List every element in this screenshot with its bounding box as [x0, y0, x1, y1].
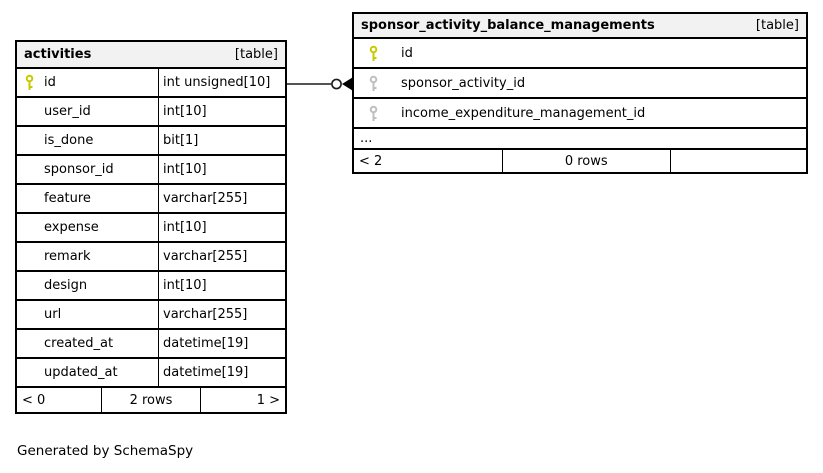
- column-type: bit[1]: [163, 133, 199, 148]
- column-row-id: id int unsigned[10]: [17, 69, 285, 98]
- column-name: id: [401, 45, 413, 61]
- column-name: is_done: [44, 133, 94, 148]
- column-row-is-done: is_done bit[1]: [17, 127, 285, 156]
- column-row-design: design int[10]: [17, 272, 285, 301]
- footer-row-count: 0 rows: [503, 150, 671, 172]
- column-row-income-expenditure-management-id: income_expenditure_management_id: [354, 99, 806, 129]
- column-row-user-id: user_id int[10]: [17, 98, 285, 127]
- column-row-updated-at: updated_at datetime[19]: [17, 359, 285, 388]
- column-type: datetime[19]: [163, 365, 249, 380]
- foreign-key-icon: [369, 105, 378, 121]
- column-type: int[10]: [163, 278, 207, 293]
- table-name: sponsor_activity_balance_managements: [361, 18, 655, 33]
- column-rows: id int unsigned[10] user_id int[10] is_d…: [17, 69, 285, 388]
- column-name: user_id: [44, 104, 91, 119]
- table-header-sponsor-activity-balance-managements[interactable]: sponsor_activity_balance_managements [ta…: [354, 14, 806, 39]
- generated-by-caption: Generated by SchemaSpy: [17, 443, 194, 459]
- footer-children-count: < 0: [17, 388, 102, 412]
- footer-children-count: < 2: [354, 150, 503, 172]
- column-name: created_at: [44, 336, 114, 351]
- column-name: feature: [44, 191, 91, 206]
- column-type: varchar[255]: [163, 307, 248, 322]
- column-row-sponsor-activity-id: sponsor_activity_id: [354, 69, 806, 99]
- table-footer: < 2 0 rows: [354, 150, 806, 172]
- table-badge: [table]: [755, 18, 799, 33]
- column-rows: id sponsor_activity_id income_expenditur…: [354, 39, 806, 150]
- column-type: datetime[19]: [163, 336, 249, 351]
- table-badge: [table]: [234, 47, 278, 62]
- column-name: design: [44, 278, 88, 293]
- column-type: int[10]: [163, 220, 207, 235]
- footer-parents-count: [671, 150, 806, 172]
- zero-cardinality-circle-icon: [331, 78, 342, 90]
- hidden-columns-ellipsis: ...: [354, 129, 806, 150]
- column-name: sponsor_activity_id: [401, 75, 526, 91]
- column-type: int[10]: [163, 104, 207, 119]
- column-row-feature: feature varchar[255]: [17, 185, 285, 214]
- table-footer: < 0 2 rows 1 >: [17, 388, 285, 412]
- primary-key-icon: [369, 45, 378, 61]
- table-name: activities: [24, 47, 92, 62]
- table-header-activities[interactable]: activities [table]: [17, 42, 285, 69]
- column-name: id: [44, 75, 56, 90]
- column-row-id: id: [354, 39, 806, 69]
- column-type: varchar[255]: [163, 249, 248, 264]
- column-row-remark: remark varchar[255]: [17, 243, 285, 272]
- foreign-key-icon: [369, 75, 378, 91]
- column-name: remark: [44, 249, 91, 264]
- primary-key-icon: [25, 74, 34, 90]
- column-type: int unsigned[10]: [163, 75, 271, 90]
- footer-parents-count: 1 >: [256, 392, 280, 408]
- table-node-sponsor-activity-balance-managements[interactable]: sponsor_activity_balance_managements [ta…: [352, 12, 808, 174]
- column-row-url: url varchar[255]: [17, 301, 285, 330]
- column-name: url: [44, 307, 62, 322]
- footer-row-count: 2 rows: [102, 388, 202, 412]
- column-type: varchar[255]: [163, 191, 248, 206]
- arrowhead-icon: [342, 77, 352, 91]
- column-name: income_expenditure_management_id: [401, 105, 646, 121]
- fk-relationship-connector: [287, 77, 352, 91]
- column-row-sponsor-id: sponsor_id int[10]: [17, 156, 285, 185]
- column-type: int[10]: [163, 162, 207, 177]
- column-name: updated_at: [44, 365, 118, 380]
- table-node-activities[interactable]: activities [table] id int unsigned[10] u…: [15, 40, 287, 414]
- column-name: expense: [44, 220, 99, 235]
- column-row-created-at: created_at datetime[19]: [17, 330, 285, 359]
- column-row-expense: expense int[10]: [17, 214, 285, 243]
- column-name: sponsor_id: [44, 162, 114, 177]
